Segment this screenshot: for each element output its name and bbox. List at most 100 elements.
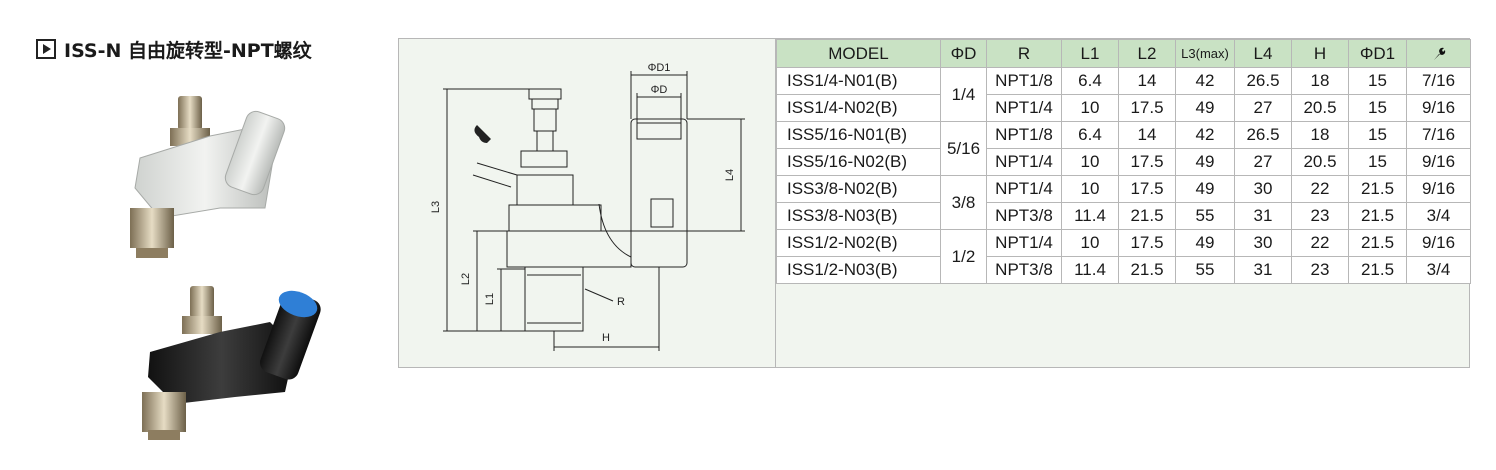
cell-l1: 10 [1061,229,1119,257]
label-r: R [617,296,625,308]
header-model: MODEL [776,39,941,68]
cell-model: ISS5/16-N01(B) [776,121,941,149]
cell-wrench: 9/16 [1406,175,1471,203]
cell-h: 22 [1291,175,1349,203]
header-r: R [986,39,1062,68]
product-title: ISS-N 自由旋转型-NPT螺纹 [36,36,312,62]
cell-h: 18 [1291,121,1349,149]
cell-l3: 49 [1175,175,1235,203]
table-row: ISS1/2-N02(B) 1/2 NPT1/4 10 17.5 49 30 2… [776,229,1471,284]
cell-d1: 15 [1348,148,1407,176]
label-h: H [602,332,610,344]
cell-l4: 27 [1234,94,1292,122]
table-row: ISS5/16-N01(B) 5/16 NPT1/8 6.4 14 42 26.… [776,121,1471,176]
cell-l3: 49 [1175,229,1235,257]
cell-d1: 21.5 [1348,229,1407,257]
header-wrench [1406,39,1471,68]
spec-panel: ΦD1 ΦD L3 L4 L2 L1 R H MODEL ΦD R L1 L2 … [398,38,1471,368]
cell-l2: 17.5 [1118,175,1176,203]
cell-d: 5/16 [940,121,987,176]
label-d1: ΦD1 [648,62,671,74]
table-row: ISS1/4-N01(B) 1/4 NPT1/8 6.4 14 42 26.5 … [776,67,1471,122]
cell-wrench: 3/4 [1406,202,1471,230]
cell-l4: 31 [1234,256,1292,284]
cell-l2: 21.5 [1118,202,1176,230]
label-l3: L3 [430,201,442,213]
wrench-icon [1433,47,1445,61]
cell-l4: 30 [1234,175,1292,203]
cell-r: NPT3/8 [986,256,1062,284]
cell-r: NPT3/8 [986,202,1062,230]
cell-wrench: 7/16 [1406,67,1471,95]
cell-l3: 55 [1175,202,1235,230]
cell-model: ISS1/2-N03(B) [776,256,941,284]
table-row: ISS5/16-N02(B) NPT1/4 10 17.5 49 27 20.5… [776,148,1471,176]
cell-d1: 21.5 [1348,202,1407,230]
cell-l1: 11.4 [1061,202,1119,230]
cell-l3: 49 [1175,148,1235,176]
table-row: ISS1/4-N02(B) NPT1/4 10 17.5 49 27 20.5 … [776,94,1471,122]
cell-h: 23 [1291,202,1349,230]
cell-d: 1/4 [940,67,987,122]
cell-d1: 21.5 [1348,175,1407,203]
product-photo-white [130,96,286,258]
cell-l1: 10 [1061,148,1119,176]
cell-model: ISS1/4-N02(B) [776,94,941,122]
cell-l4: 26.5 [1234,67,1292,95]
cell-wrench: 7/16 [1406,121,1471,149]
cell-h: 23 [1291,256,1349,284]
cell-l1: 10 [1061,94,1119,122]
cell-model: ISS1/2-N02(B) [776,229,941,257]
cell-wrench: 9/16 [1406,229,1471,257]
cell-model: ISS3/8-N02(B) [776,175,941,203]
table-row: ISS3/8-N02(B) 3/8 NPT1/4 10 17.5 49 30 2… [776,175,1471,230]
table-header-row: MODEL ΦD R L1 L2 L3(max) L4 H ΦD1 [776,39,1471,68]
label-l4: L4 [724,169,736,181]
label-d: ΦD [651,84,668,96]
header-d1: ΦD1 [1348,39,1407,68]
cell-r: NPT1/4 [986,175,1062,203]
cell-h: 20.5 [1291,94,1349,122]
cell-wrench: 9/16 [1406,148,1471,176]
cell-d1: 15 [1348,121,1407,149]
cell-l2: 17.5 [1118,229,1176,257]
table-row: ISS3/8-N03(B) NPT3/8 11.4 21.5 55 31 23 … [776,202,1471,230]
header-l1: L1 [1061,39,1119,68]
cell-model: ISS5/16-N02(B) [776,148,941,176]
header-l2: L2 [1118,39,1176,68]
cell-l3: 42 [1175,67,1235,95]
label-l2: L2 [460,273,472,285]
cell-h: 20.5 [1291,148,1349,176]
cell-l3: 55 [1175,256,1235,284]
header-h: H [1291,39,1349,68]
cell-l2: 17.5 [1118,148,1176,176]
cell-model: ISS1/4-N01(B) [776,67,941,95]
cell-d: 3/8 [940,175,987,230]
cell-l1: 6.4 [1061,121,1119,149]
cell-d1: 21.5 [1348,256,1407,284]
cell-r: NPT1/8 [986,67,1062,95]
header-l3: L3(max) [1175,39,1235,68]
cell-r: NPT1/4 [986,229,1062,257]
label-l1: L1 [484,293,496,305]
technical-drawing: ΦD1 ΦD L3 L4 L2 L1 R H [430,62,745,351]
cell-model: ISS3/8-N03(B) [776,202,941,230]
cell-l4: 27 [1234,148,1292,176]
cell-l4: 30 [1234,229,1292,257]
cell-l3: 42 [1175,121,1235,149]
cell-l4: 26.5 [1234,121,1292,149]
header-d: ΦD [940,39,987,68]
cell-l2: 21.5 [1118,256,1176,284]
cell-r: NPT1/4 [986,94,1062,122]
panel-divider [775,39,776,367]
cell-wrench: 9/16 [1406,94,1471,122]
cell-l2: 14 [1118,121,1176,149]
cell-r: NPT1/4 [986,148,1062,176]
cell-d: 1/2 [940,229,987,284]
header-l4: L4 [1234,39,1292,68]
cell-l4: 31 [1234,202,1292,230]
product-title-text: ISS-N 自由旋转型-NPT螺纹 [64,39,312,62]
cell-l2: 17.5 [1118,94,1176,122]
cell-l3: 49 [1175,94,1235,122]
cell-d1: 15 [1348,94,1407,122]
